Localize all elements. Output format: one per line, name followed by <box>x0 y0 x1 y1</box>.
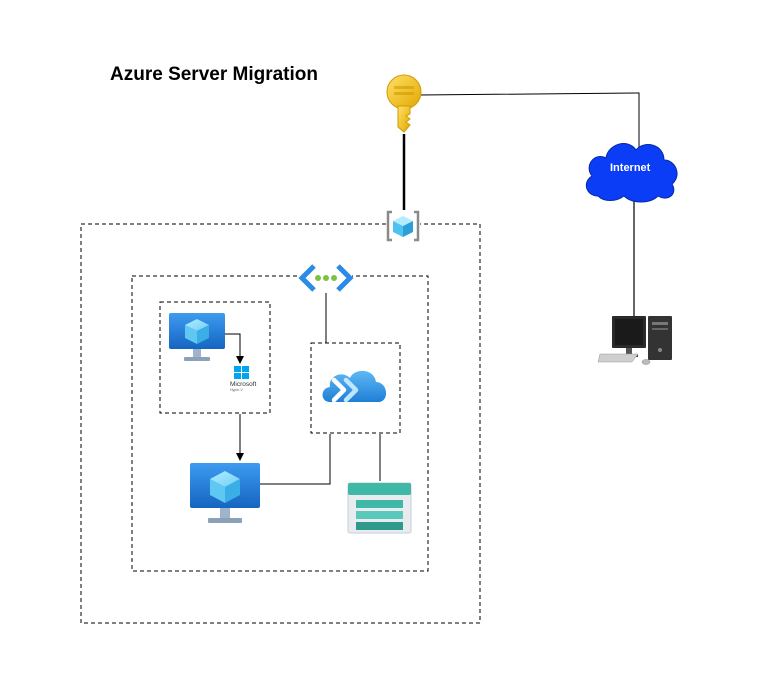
source-vm-icon <box>169 313 225 361</box>
migrate-container <box>310 342 401 434</box>
hyperv-host-container <box>159 301 271 414</box>
hyperv-sublabel: Hyper-V <box>230 388 244 392</box>
diagram-title: Azure Server Migration <box>110 64 318 85</box>
target-vm-icon <box>190 463 260 523</box>
vm-to-hyperv-arrow <box>225 333 244 364</box>
key-icon <box>386 74 422 133</box>
hyperv-label: Microsoft <box>230 381 257 388</box>
resource-group-container <box>80 223 481 624</box>
target-vm-to-migrate-line <box>260 434 331 485</box>
desktop-computer-icon <box>597 316 672 365</box>
virtual-network-icon <box>298 263 354 293</box>
connectors <box>225 92 640 485</box>
azure-migrate-icon <box>322 370 387 403</box>
internet-cloud-icon: Internet <box>585 143 678 203</box>
key-to-internet-line <box>419 92 640 148</box>
storage-account-icon <box>347 482 412 534</box>
windows-hyperv-icon: Microsoft Hyper-V <box>230 366 257 392</box>
resource-group-icon <box>386 210 420 242</box>
virtual-network-container <box>131 275 429 572</box>
internet-label: Internet <box>610 162 651 174</box>
